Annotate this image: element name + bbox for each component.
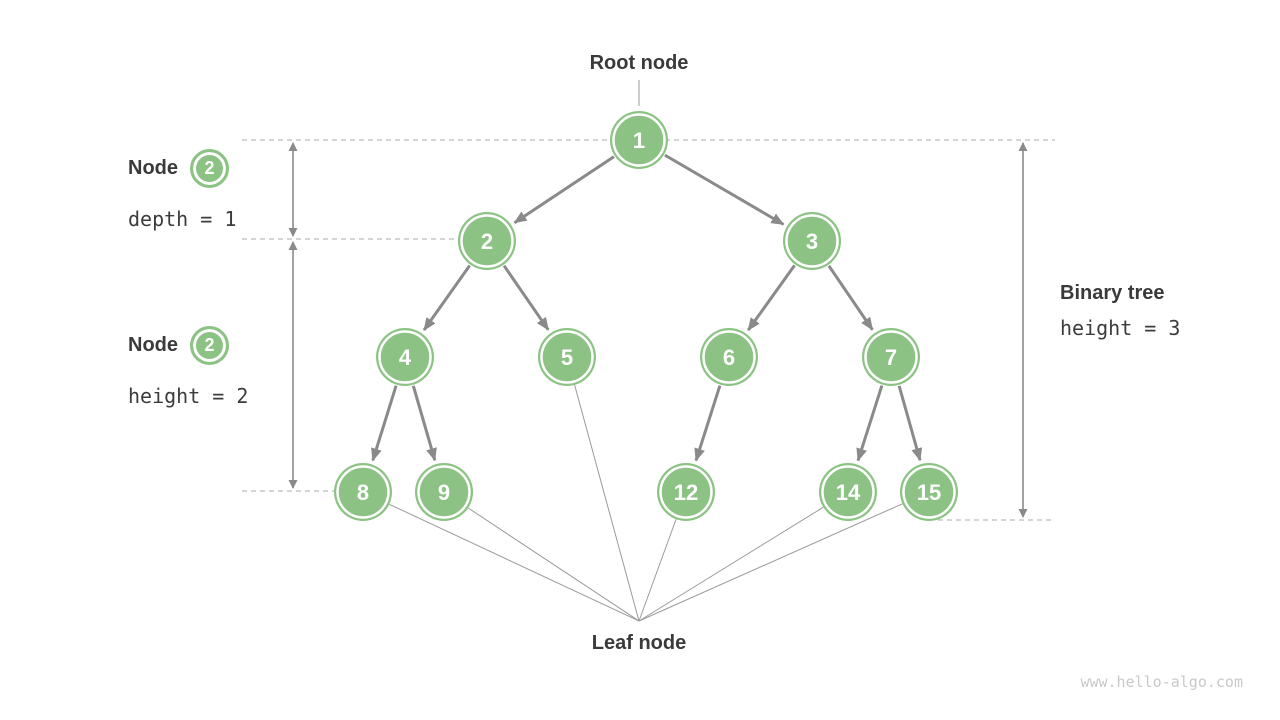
tree-node-6: 6 — [700, 328, 758, 386]
annotation-node-height: Node 2 — [128, 323, 229, 367]
node-depth-badge: 2 — [190, 148, 229, 188]
tree-node-value: 12 — [674, 480, 698, 505]
measurement-arrows — [288, 142, 1028, 518]
tree-node-value: 15 — [917, 480, 941, 505]
node-height-title: Node — [128, 334, 178, 356]
tree-node-value: 8 — [357, 480, 369, 505]
tree-node-8: 8 — [334, 463, 392, 521]
tree-node-value: 9 — [438, 480, 450, 505]
tree-node-7: 7 — [862, 328, 920, 386]
tree-node-14: 14 — [819, 463, 877, 521]
tree-node-value: 7 — [885, 345, 897, 370]
tree-node-value: 2 — [481, 229, 493, 254]
annotation-node-depth: Node 2 — [128, 146, 229, 190]
guide-dashed-lines — [242, 139, 1055, 521]
tree-node-value: 3 — [806, 229, 818, 254]
node-depth-detail: depth = 1 — [128, 207, 237, 231]
tree-node-12: 12 — [657, 463, 715, 521]
node-height-badge: 2 — [190, 325, 229, 365]
node-depth-title: Node — [128, 157, 178, 179]
tree-node-15: 15 — [900, 463, 958, 521]
node-height-badge-value: 2 — [204, 334, 215, 355]
tree-node-value: 4 — [399, 345, 412, 370]
tree-node-value: 1 — [633, 128, 645, 153]
tree-edges — [371, 153, 923, 462]
tree-node-9: 9 — [415, 463, 473, 521]
tree-node-value: 5 — [561, 345, 573, 370]
tree-node-value: 14 — [836, 480, 861, 505]
tree-node-value: 6 — [723, 345, 735, 370]
tree-node-1: 1 — [610, 111, 668, 169]
watermark: www.hello-algo.com — [1080, 673, 1243, 691]
leaf-node-label: Leaf node — [591, 632, 687, 654]
tree-height-title: Binary tree — [1060, 282, 1165, 304]
root-node-label: Root node — [589, 52, 689, 74]
tree-node-2: 2 — [458, 212, 516, 270]
tree-node-4: 4 — [376, 328, 434, 386]
tree-height-detail: height = 3 — [1060, 316, 1181, 340]
leaf-pointer-lines — [389, 384, 903, 622]
node-depth-badge-value: 2 — [204, 157, 215, 178]
tree-node-3: 3 — [783, 212, 841, 270]
tree-node-5: 5 — [538, 328, 596, 386]
node-height-detail: height = 2 — [128, 384, 249, 408]
